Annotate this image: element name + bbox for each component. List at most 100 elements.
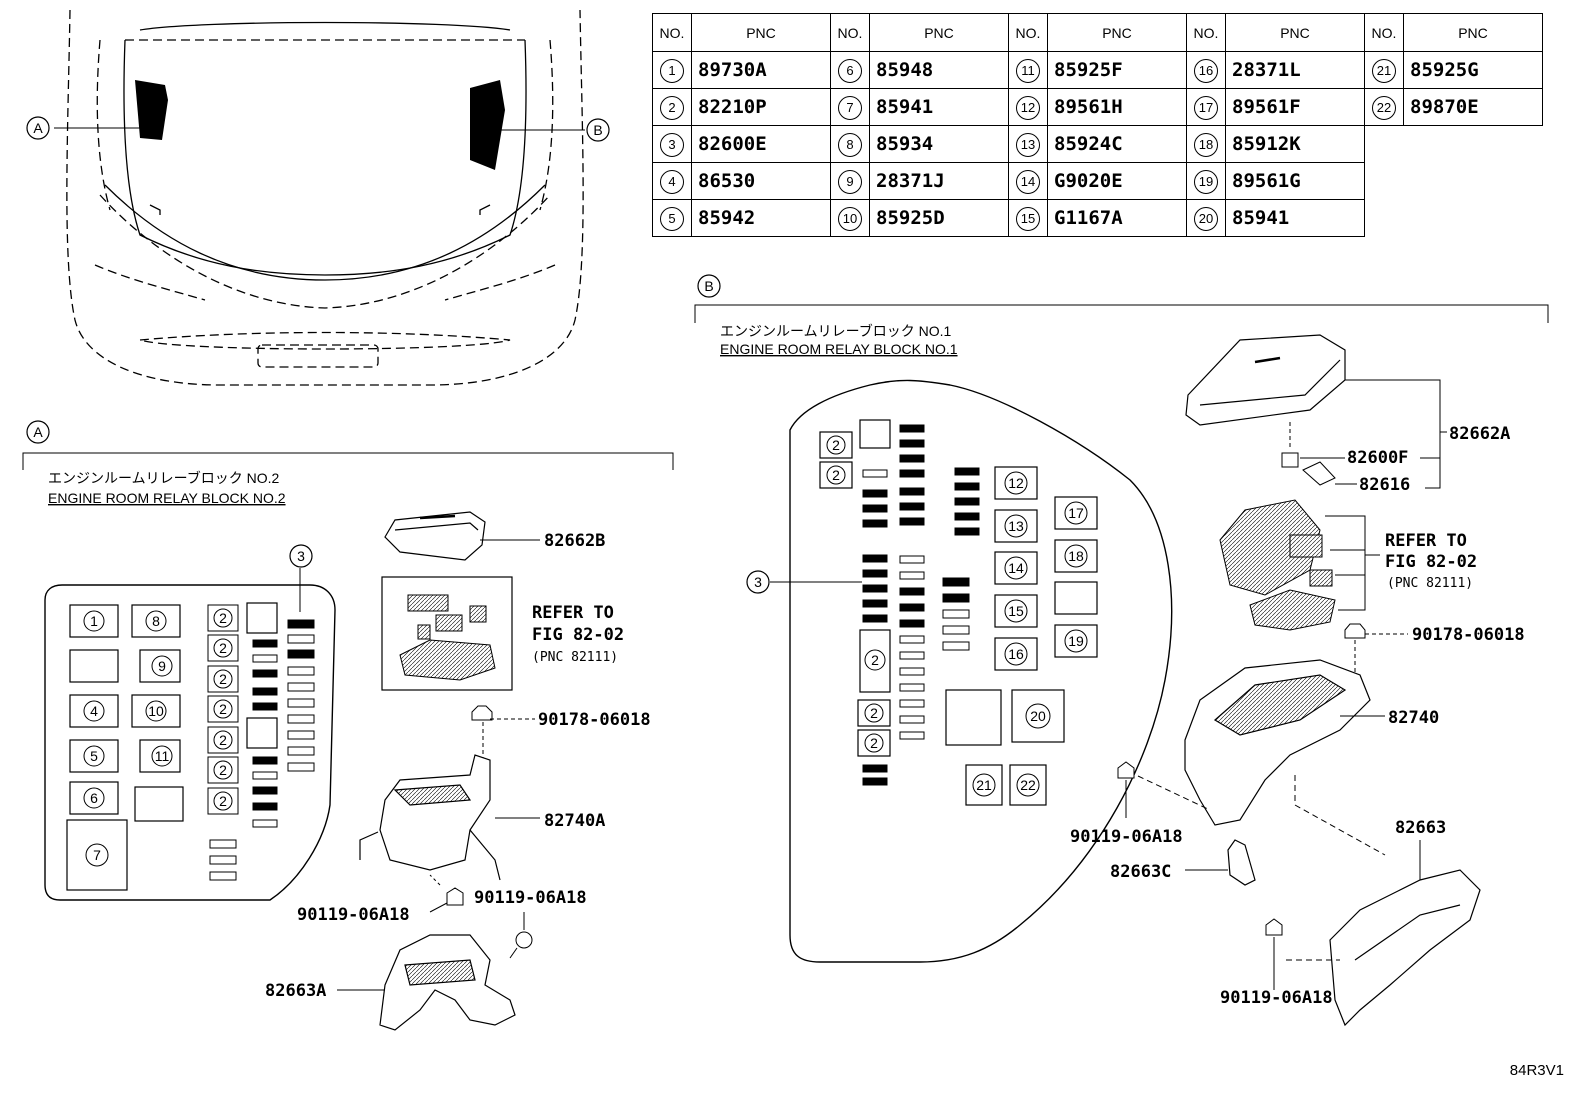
- slot-number: 21: [976, 777, 992, 793]
- pnc-cell: 85942: [691, 199, 831, 237]
- slot-number: 11: [155, 748, 170, 764]
- part-label: 82600F: [1347, 448, 1408, 468]
- slot-number: 20: [1030, 708, 1046, 724]
- bolt-part-a-2: [509, 912, 533, 959]
- pnc-cell: 85924C: [1047, 125, 1187, 163]
- vehicle-front-view: [66, 9, 584, 386]
- table-header: PNC: [1403, 13, 1543, 52]
- slot-number: 13: [1008, 518, 1024, 534]
- item-number: 8: [838, 132, 862, 157]
- part-label: 82740: [1388, 708, 1439, 728]
- section-b-title-jp: エンジンルームリレーブロック NO.1: [720, 323, 952, 339]
- section-a-title-jp: エンジンルームリレーブロック NO.2: [48, 470, 280, 486]
- part-label: 82663A: [265, 981, 326, 1001]
- relay-block-a-outline: [44, 584, 336, 901]
- item-number: 5: [660, 206, 684, 231]
- pnc-cell: 89561H: [1047, 88, 1187, 126]
- slot-number: 5: [90, 748, 98, 764]
- nut-part-a: [471, 705, 535, 760]
- section-a: A エンジンルームリレーブロック NO.2 ENGINE ROOM RELAY …: [22, 420, 674, 1031]
- item-number: 3: [660, 132, 684, 157]
- part-label: 82616: [1359, 475, 1410, 495]
- pnc-cell: 85948: [869, 51, 1009, 89]
- bracket-part-b: [1227, 839, 1256, 886]
- slot-number: 4: [90, 703, 98, 719]
- item-number: 6: [838, 58, 862, 83]
- item-number: 7: [838, 95, 862, 120]
- callout-b: [586, 118, 610, 142]
- cover-part-b: [1185, 334, 1346, 426]
- item-number: 10: [838, 206, 862, 231]
- slot-number: 2: [219, 610, 227, 626]
- pnc-cell: G9020E: [1047, 162, 1187, 200]
- part-label: 82740A: [544, 811, 605, 831]
- part-label: 82662B: [544, 531, 605, 551]
- callout-3: [289, 544, 313, 568]
- relay-block-b-location: [470, 80, 505, 170]
- item-number: 15: [1016, 206, 1040, 231]
- slot-number: 2: [871, 652, 879, 668]
- slot-number: 2: [219, 701, 227, 717]
- callout-a-label: A: [33, 120, 43, 136]
- pnc-cell: 89561G: [1225, 162, 1365, 200]
- pnc-cell: 89870E: [1403, 88, 1543, 126]
- pnc-cell: 82210P: [691, 88, 831, 126]
- table-header: NO.: [1364, 13, 1404, 52]
- relay-kit-parts-b: [1219, 499, 1336, 631]
- part-label: 90178-06018: [1412, 625, 1525, 645]
- refer-text: FIG 82-02: [532, 625, 624, 645]
- section-a-marker: [26, 420, 50, 444]
- refer-text: REFER TO: [1385, 531, 1467, 551]
- refer-text: REFER TO: [532, 603, 614, 623]
- slot-number: 16: [1008, 646, 1024, 662]
- nut-part-b: [1344, 623, 1408, 672]
- pnc-cell: 28371L: [1225, 51, 1365, 89]
- slot-number: 2: [870, 735, 878, 751]
- callout-3-b-label: 3: [754, 574, 762, 590]
- cover-part-a: [384, 511, 486, 561]
- relay-block-part-b: [1184, 659, 1371, 826]
- item-number: 20: [1194, 206, 1218, 231]
- section-b-marker: [697, 274, 721, 298]
- part-label: 90119-06A18: [1220, 988, 1333, 1008]
- section-a-title-en: ENGINE ROOM RELAY BLOCK NO.2: [48, 490, 286, 506]
- slot-number: 19: [1068, 633, 1084, 649]
- table-header: PNC: [691, 13, 831, 52]
- section-b-marker-label: B: [704, 278, 713, 294]
- fuse-slot-column: 2 2 2 2 2 2 2: [207, 604, 239, 815]
- section-b: B エンジンルームリレーブロック NO.1 ENGINE ROOM RELAY …: [694, 274, 1549, 1027]
- item-number: 2: [660, 95, 684, 120]
- part-label: 82663C: [1110, 862, 1171, 882]
- item-number: 11: [1016, 58, 1040, 83]
- item-number: 21: [1372, 58, 1396, 83]
- pnc-cell: 89730A: [691, 51, 831, 89]
- slot-number: 18: [1068, 548, 1084, 564]
- pnc-cell: 85925G: [1403, 51, 1543, 89]
- table-header: NO.: [1186, 13, 1226, 52]
- bolt-part-b-1: [1117, 761, 1211, 818]
- slot-number: 15: [1008, 603, 1024, 619]
- callout-a: [26, 116, 50, 140]
- slot-number: 12: [1008, 475, 1024, 491]
- pnc-cell: 28371J: [869, 162, 1009, 200]
- part-label: 90119-06A18: [1070, 827, 1183, 847]
- relay-block-part-a: [359, 754, 501, 881]
- slot-number: 2: [219, 671, 227, 687]
- pnc-cell: 82600E: [691, 125, 831, 163]
- relay-block-b-outline: [789, 379, 1173, 963]
- slot-number: 2: [219, 793, 227, 809]
- slot-number: 2: [219, 640, 227, 656]
- pnc-cell: 85912K: [1225, 125, 1365, 163]
- table-row: 1 89730A 6 85948 11 85925F 16 28371L 21 …: [652, 51, 1543, 89]
- refer-text: FIG 82-02: [1385, 552, 1477, 572]
- slot-number: 2: [832, 467, 840, 483]
- relay-kit-box: [381, 576, 513, 691]
- section-a-marker-label: A: [33, 424, 43, 440]
- table-row: 3 82600E 8 85934 13 85924C 18 85912K: [652, 125, 1543, 163]
- figure-id: 84R3V1: [1509, 1062, 1564, 1079]
- slot-number: 6: [90, 790, 98, 806]
- bolt-part-b-2: [1265, 918, 1340, 990]
- relay-kit-parts: [399, 594, 496, 681]
- part-label: 90119-06A18: [474, 888, 587, 908]
